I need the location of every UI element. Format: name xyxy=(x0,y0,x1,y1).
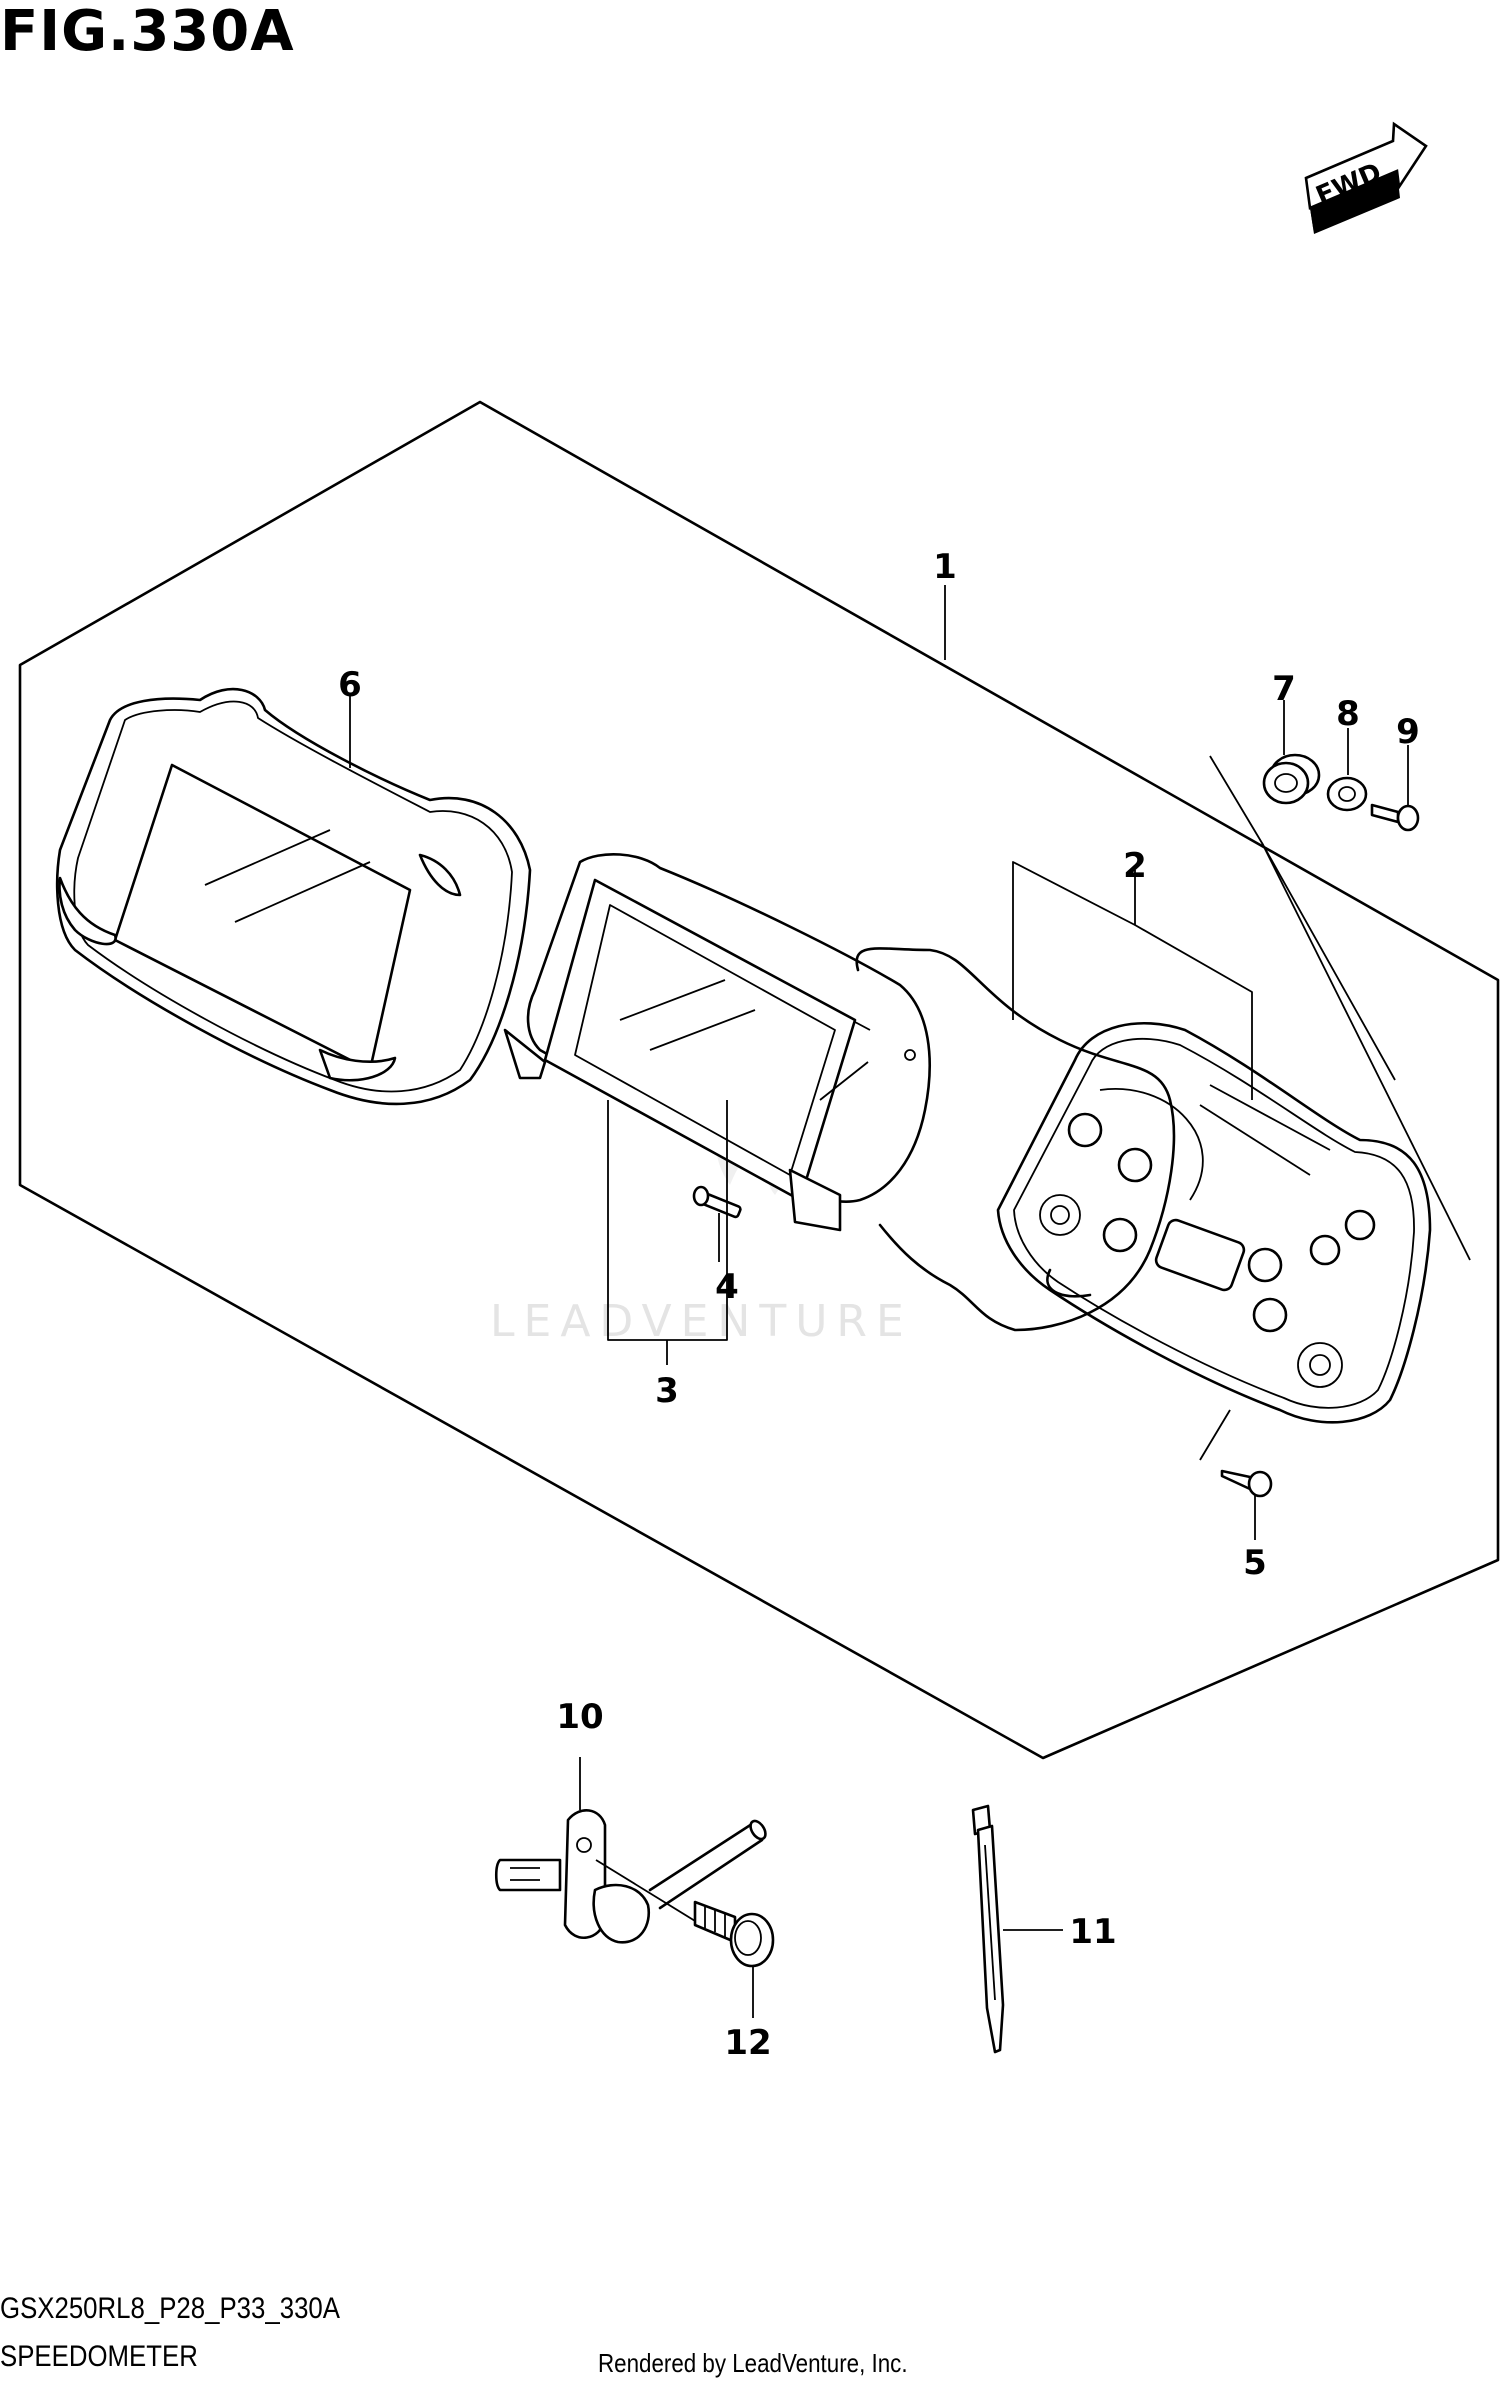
cable-tie-part-11 xyxy=(971,1804,1005,2054)
callout-3: 3 xyxy=(655,1371,679,1411)
bolt-part-12 xyxy=(693,1900,775,1968)
rendered-by-credit: Rendered by LeadVenture, Inc. xyxy=(598,2348,908,2378)
wire-harness xyxy=(855,947,1176,1332)
callout-2: 2 xyxy=(1123,846,1147,886)
callout-6: 6 xyxy=(338,665,362,705)
callout-11: 11 xyxy=(1069,1912,1116,1952)
meter-cover-bezel xyxy=(55,687,532,1106)
callout-9: 9 xyxy=(1396,712,1420,752)
figure-title: FIG.330A xyxy=(0,0,295,64)
model-code: GSX250RL8_P28_P33_330A xyxy=(0,2292,340,2325)
callout-1: 1 xyxy=(933,547,957,587)
washer-part-8 xyxy=(1326,776,1368,812)
screw-part-9 xyxy=(1370,803,1420,832)
forward-direction-arrow-icon: FWD xyxy=(1304,121,1428,234)
leadventure-watermark: LEADVENTURE xyxy=(490,1296,913,1347)
grommet-part-7 xyxy=(1262,753,1321,805)
callout-numbers: 1 2 3 4 5 6 7 8 9 10 11 12 xyxy=(338,547,1420,2063)
callout-5: 5 xyxy=(1243,1543,1267,1583)
rear-meter-case xyxy=(996,1022,1432,1424)
speed-sensor-part-10 xyxy=(494,1809,767,1944)
callout-10: 10 xyxy=(556,1697,603,1737)
screw-part-5 xyxy=(1220,1469,1273,1498)
leader-lines xyxy=(349,585,1471,2018)
callout-7: 7 xyxy=(1272,669,1296,709)
lcd-display-unit xyxy=(503,853,931,1232)
callout-12: 12 xyxy=(724,2023,771,2063)
callout-8: 8 xyxy=(1336,694,1360,734)
section-name: SPEEDOMETER xyxy=(0,2340,198,2373)
callout-4: 4 xyxy=(715,1267,739,1307)
assembly-boundary-box xyxy=(18,400,1500,1760)
screw-part-4 xyxy=(692,1185,742,1219)
